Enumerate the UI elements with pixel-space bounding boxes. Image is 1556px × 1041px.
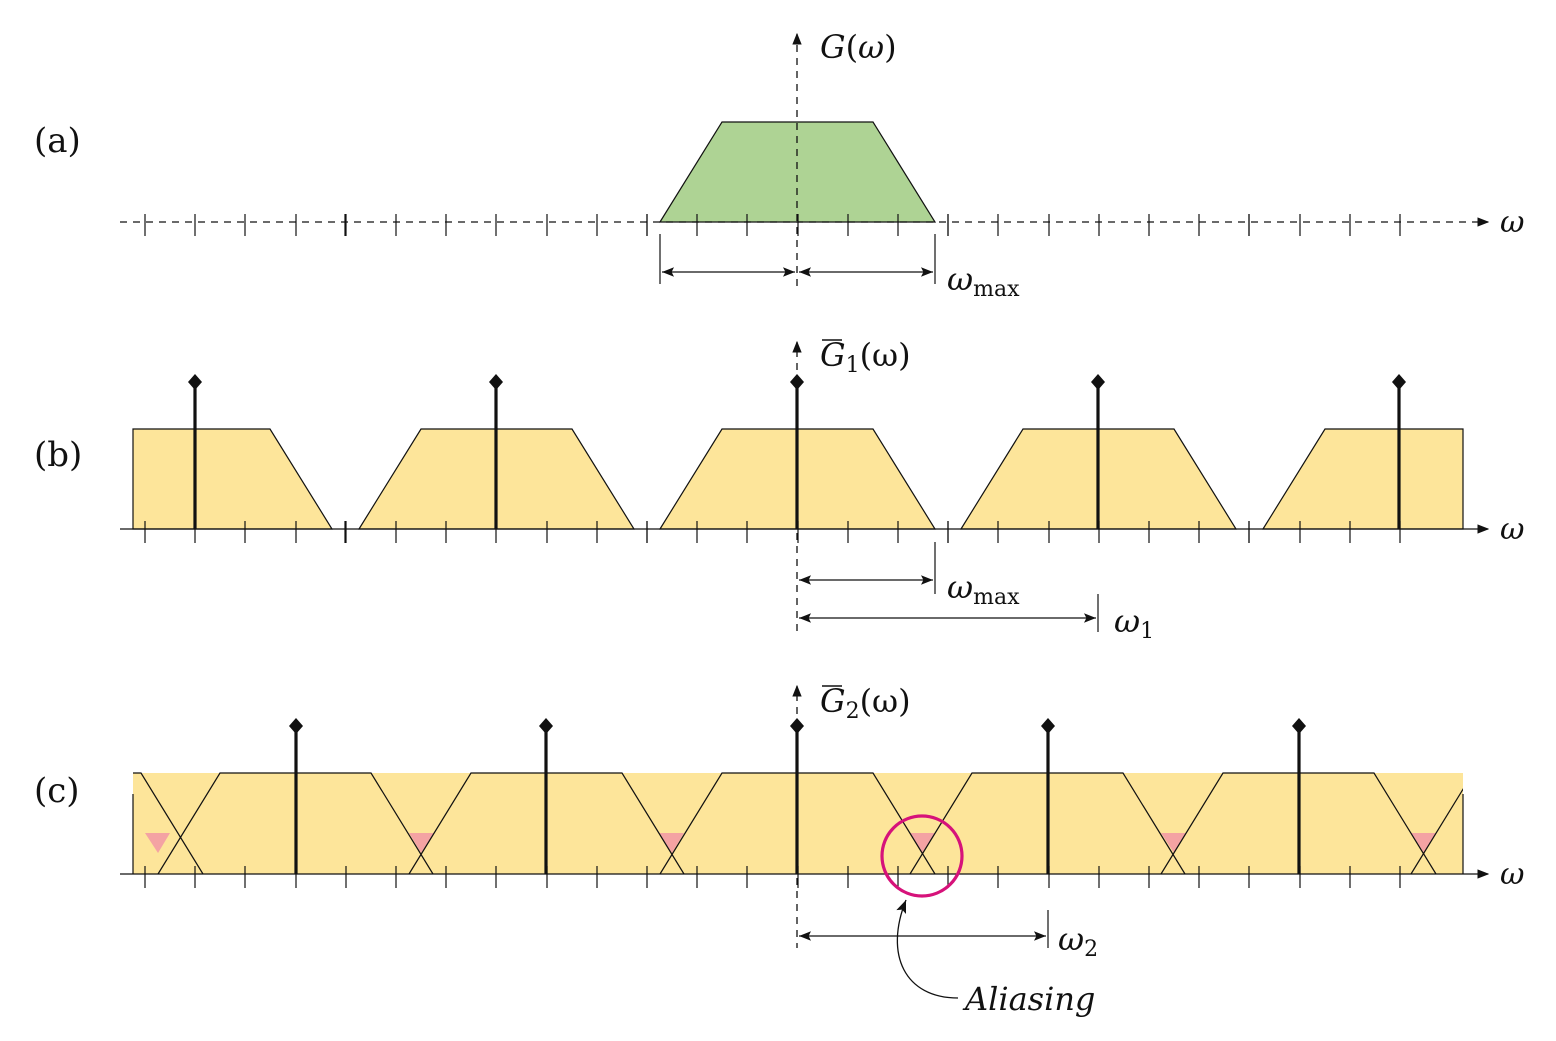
panel-c-label: (c) [34, 771, 80, 811]
panel-b-label: (b) [34, 435, 82, 475]
impulse-head [489, 374, 503, 390]
aliasing-circle [880, 814, 964, 898]
impulse-head [1091, 374, 1105, 390]
overlap-regions [145, 833, 1436, 853]
overlap-region [659, 833, 684, 853]
panel-c: (c) [34, 682, 1524, 1018]
ticks-b [144, 521, 1401, 543]
panel-a-label: (a) [34, 121, 81, 161]
axis-y-label-c: G2(ω) [820, 682, 911, 724]
wmax-label-b: ωmax [947, 568, 1020, 610]
impulse-head [188, 374, 202, 390]
overlap-region [1161, 833, 1186, 853]
panel-a: (a) G(ω) ω ωmax [34, 28, 1524, 302]
impulse-head [1041, 718, 1055, 734]
impulse-train-b [193, 384, 1401, 529]
panel-b: (b) G1(ω) ω [34, 336, 1524, 644]
impulse-train-c [294, 728, 1301, 874]
overlap-region [409, 833, 434, 853]
aliasing-pointer-arrow [896, 899, 959, 999]
replicas-c [133, 772, 1463, 875]
impulse-heads-c [289, 718, 1306, 734]
impulse-head [790, 718, 804, 734]
aliasing-label: Aliasing [962, 980, 1095, 1018]
impulse-head-center-b [790, 374, 804, 390]
replica-spectrum [1261, 428, 1464, 530]
replica-outline [133, 772, 204, 875]
axis-y-label-b: G1(ω) [820, 336, 911, 378]
w1-label-b: ω1 [1114, 602, 1154, 644]
replica-outline [1410, 788, 1463, 875]
axis-x-label-b: ω [1500, 512, 1524, 547]
replica-spectrum [132, 428, 334, 530]
axis-x-label-c: ω [1500, 857, 1524, 892]
axis-y-label-a: G(ω) [820, 28, 897, 66]
overlap-region [910, 833, 935, 853]
impulse-head [1392, 374, 1406, 390]
overlap-region [145, 833, 170, 853]
ticks-c [144, 866, 1401, 888]
ticks-a [144, 214, 1401, 236]
axis-x-label-a: ω [1500, 205, 1524, 240]
w2-label-c: ω2 [1058, 920, 1098, 962]
wmax-label-a: ωmax [947, 260, 1020, 302]
original-spectrum [658, 121, 937, 223]
impulse-heads-b [188, 374, 1406, 390]
impulse-head [289, 718, 303, 734]
overlap-region [1411, 833, 1436, 853]
impulse-head [539, 718, 553, 734]
impulse-head [1292, 718, 1306, 734]
